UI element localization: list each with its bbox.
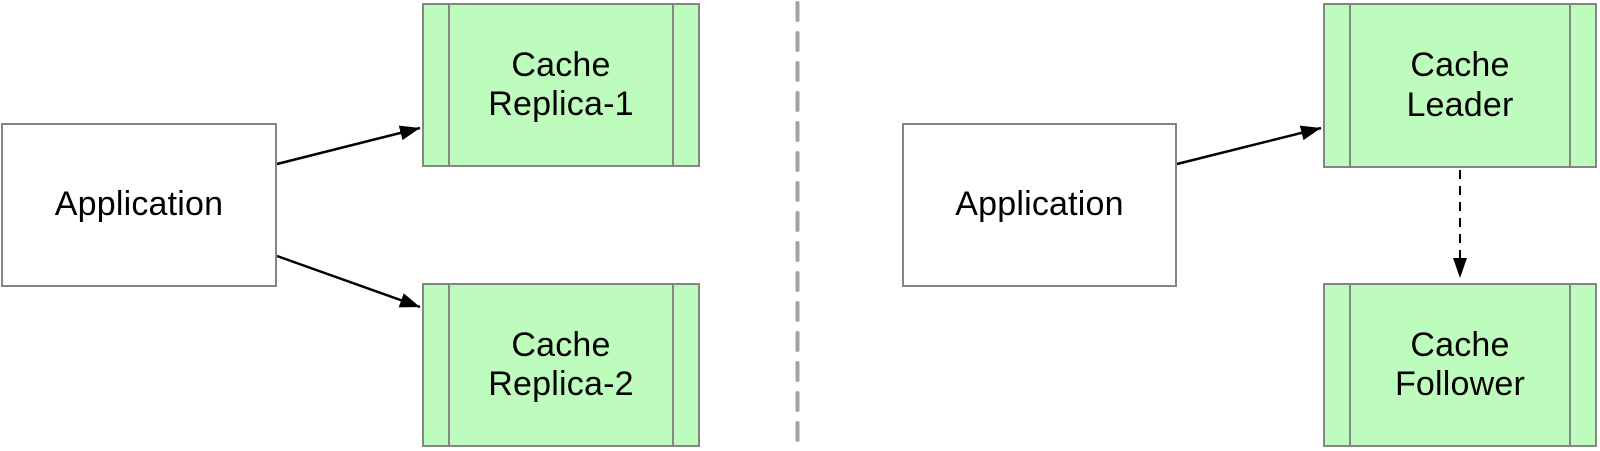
cache-replica1-box: Cache Replica-1 bbox=[422, 3, 700, 167]
right-application-label: Application bbox=[955, 185, 1124, 224]
process-side-bar bbox=[448, 5, 450, 165]
cache-leader-box: Cache Leader bbox=[1323, 3, 1597, 168]
cache-replica2-box: Cache Replica-2 bbox=[422, 283, 700, 447]
process-side-bar bbox=[1569, 285, 1571, 445]
cache-replica2-label: Cache Replica-2 bbox=[488, 325, 634, 403]
left-application-label: Application bbox=[54, 185, 224, 224]
process-side-bar bbox=[448, 285, 450, 445]
cache-replica1-label: Cache Replica-1 bbox=[488, 45, 634, 123]
cache-leader-label: Cache Leader bbox=[1406, 46, 1514, 124]
process-side-bar bbox=[672, 285, 674, 445]
cache-follower-label: Cache Follower bbox=[1394, 325, 1526, 403]
left-application-box: Application bbox=[1, 123, 277, 287]
arrow-app-to-leader bbox=[1176, 125, 1322, 166]
arrow-app-to-replica1 bbox=[276, 125, 421, 166]
process-side-bar bbox=[1569, 5, 1571, 166]
arrow-app-to-replica2 bbox=[276, 254, 421, 309]
right-application-box: Application bbox=[902, 123, 1177, 287]
process-side-bar bbox=[1349, 285, 1351, 445]
cache-follower-box: Cache Follower bbox=[1323, 283, 1597, 447]
process-side-bar bbox=[1349, 5, 1351, 166]
process-side-bar bbox=[672, 5, 674, 165]
